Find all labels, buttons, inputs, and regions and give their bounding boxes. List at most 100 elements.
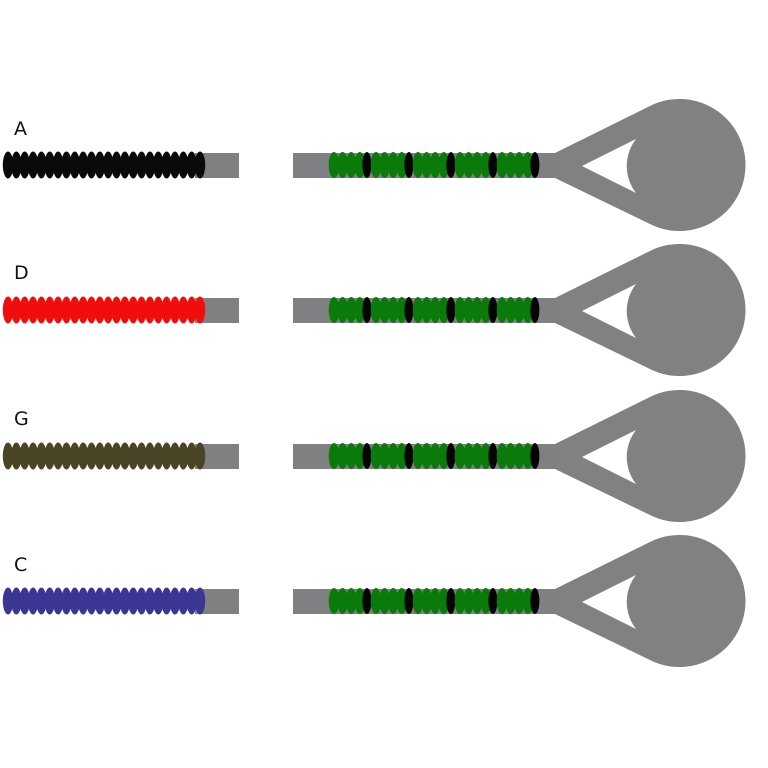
green-bead bbox=[354, 443, 366, 469]
row-label-c: C bbox=[14, 554, 28, 576]
bead bbox=[27, 151, 39, 179]
bead bbox=[178, 151, 189, 179]
bead bbox=[178, 442, 189, 470]
bead bbox=[69, 151, 80, 179]
bead bbox=[77, 296, 89, 324]
bead bbox=[194, 587, 206, 615]
black-bead bbox=[446, 588, 456, 614]
bead bbox=[77, 151, 89, 179]
bead bbox=[144, 151, 156, 179]
green-bead bbox=[396, 443, 408, 469]
bead bbox=[27, 442, 39, 470]
bead bbox=[52, 442, 64, 470]
green-bead bbox=[522, 588, 534, 614]
green-bead bbox=[463, 297, 474, 323]
green-bead bbox=[328, 443, 340, 469]
bead bbox=[36, 587, 47, 615]
construct-row-a bbox=[2, 99, 746, 231]
bead bbox=[19, 296, 30, 324]
bead bbox=[44, 296, 55, 324]
green-bead bbox=[387, 443, 399, 469]
bead bbox=[111, 442, 122, 470]
bead bbox=[119, 442, 131, 470]
bead bbox=[136, 442, 147, 470]
green-bead bbox=[471, 588, 483, 614]
row-label-a: A bbox=[14, 118, 27, 140]
bead bbox=[128, 442, 139, 470]
black-bead bbox=[446, 152, 456, 178]
green-bead bbox=[505, 152, 516, 178]
bead bbox=[19, 587, 30, 615]
green-bead bbox=[513, 443, 525, 469]
bead bbox=[186, 151, 197, 179]
bead bbox=[111, 296, 122, 324]
green-bead bbox=[438, 297, 450, 323]
green-bead bbox=[421, 297, 432, 323]
black-bead bbox=[362, 443, 372, 469]
green-bead bbox=[438, 443, 450, 469]
bead bbox=[77, 442, 89, 470]
green-bead bbox=[328, 152, 340, 178]
bead bbox=[144, 442, 156, 470]
green-bead bbox=[496, 588, 508, 614]
bead bbox=[11, 151, 22, 179]
green-bead bbox=[505, 297, 516, 323]
green-bead bbox=[429, 443, 441, 469]
green-bead bbox=[412, 443, 424, 469]
green-bead bbox=[454, 297, 466, 323]
bead bbox=[136, 587, 147, 615]
green-bead bbox=[480, 588, 492, 614]
green-bead bbox=[463, 152, 474, 178]
green-bead bbox=[513, 297, 525, 323]
bead bbox=[111, 587, 122, 615]
black-bead bbox=[488, 152, 498, 178]
green-bead bbox=[421, 443, 432, 469]
green-bead bbox=[379, 443, 390, 469]
bead bbox=[77, 587, 89, 615]
green-bead bbox=[454, 152, 466, 178]
bead bbox=[153, 587, 164, 615]
green-bead bbox=[429, 588, 441, 614]
bead bbox=[19, 151, 30, 179]
bead bbox=[44, 442, 55, 470]
black-bead bbox=[404, 152, 414, 178]
green-bead bbox=[480, 152, 492, 178]
green-bead bbox=[345, 443, 357, 469]
green-bead bbox=[505, 588, 516, 614]
black-bead bbox=[530, 152, 540, 178]
green-bead bbox=[463, 588, 474, 614]
bead bbox=[136, 151, 147, 179]
green-bead bbox=[454, 588, 466, 614]
bead bbox=[11, 296, 22, 324]
bead bbox=[119, 151, 131, 179]
green-bead bbox=[328, 297, 340, 323]
bead bbox=[161, 151, 172, 179]
green-bead bbox=[396, 152, 408, 178]
bead bbox=[52, 296, 64, 324]
bead bbox=[169, 442, 181, 470]
bead bbox=[153, 151, 164, 179]
green-bead bbox=[513, 588, 525, 614]
loop-end bbox=[555, 244, 746, 376]
green-bead bbox=[387, 588, 399, 614]
bead bbox=[169, 151, 181, 179]
green-bead bbox=[337, 152, 348, 178]
bead bbox=[102, 442, 114, 470]
green-bead bbox=[480, 297, 492, 323]
green-bead bbox=[438, 152, 450, 178]
bead bbox=[128, 296, 139, 324]
green-bead bbox=[345, 152, 357, 178]
bead bbox=[52, 587, 64, 615]
green-bead bbox=[328, 588, 340, 614]
bead bbox=[94, 151, 106, 179]
bead bbox=[161, 587, 172, 615]
green-bead bbox=[429, 152, 441, 178]
green-bead bbox=[345, 297, 357, 323]
bead bbox=[36, 296, 47, 324]
green-bead bbox=[454, 443, 466, 469]
green-bead bbox=[513, 152, 525, 178]
green-bead bbox=[471, 152, 483, 178]
bead bbox=[128, 151, 139, 179]
bead bbox=[44, 151, 55, 179]
